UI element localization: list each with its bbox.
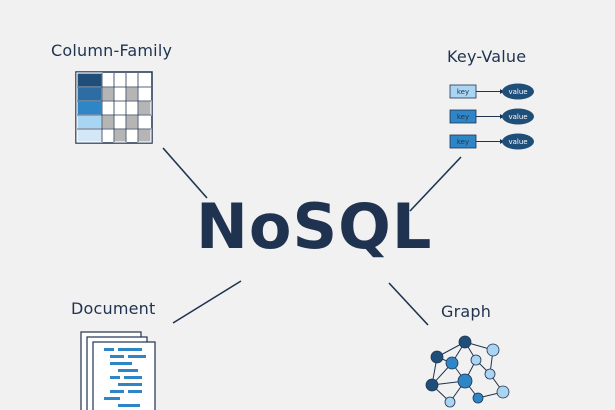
kv-pair-1: key value (449, 83, 534, 100)
key-value-pairs-icon: key value key value key value (449, 83, 534, 150)
diagram-title: NoSQL (196, 190, 433, 263)
connector-line-graph (388, 282, 429, 326)
document-label: Document (71, 299, 156, 318)
connector-line-column-family (162, 147, 208, 199)
connector-line-document (172, 280, 242, 324)
connector-line-key-value (409, 156, 462, 212)
kv-key-1: key (457, 88, 469, 96)
kv-key-2: key (457, 113, 469, 121)
key-value-label: Key-Value (447, 47, 527, 66)
kv-value-1: value (508, 88, 527, 96)
kv-value-2: value (508, 113, 527, 121)
kv-value-3: value (508, 138, 527, 146)
graph-network-icon (425, 335, 510, 408)
graph-label: Graph (441, 302, 492, 321)
column-family-table-icon (75, 71, 153, 144)
kv-key-3: key (457, 138, 469, 146)
kv-pair-3: key value (449, 133, 534, 150)
document-pages-icon (80, 331, 156, 410)
kv-pair-2: key value (449, 108, 534, 125)
column-family-label: Column-Family (51, 41, 173, 60)
